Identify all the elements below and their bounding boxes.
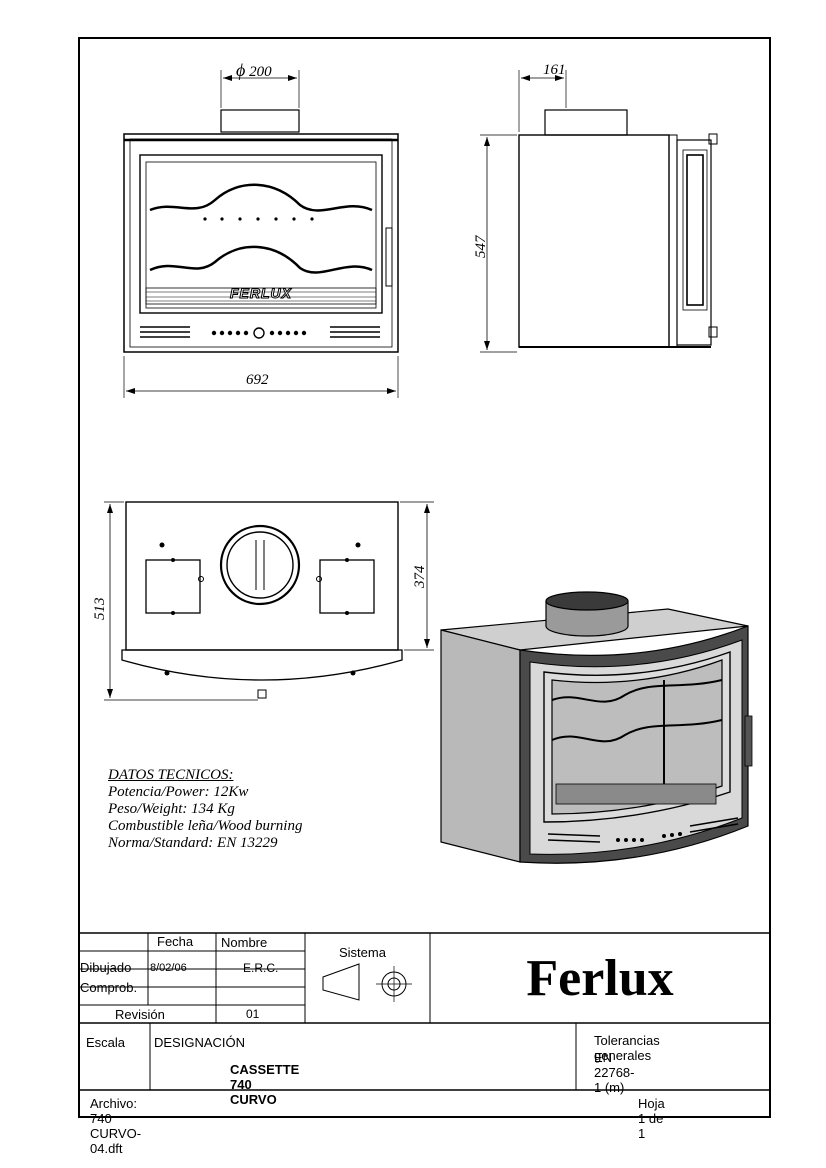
height-dimension: 547 — [473, 235, 489, 259]
side-view — [480, 70, 718, 353]
top-depth-dimension: 513 — [92, 597, 108, 621]
technical-data-block: DATOS TECNICOS: Potencia/Power: 12Kw Pes… — [108, 767, 302, 852]
top-view — [104, 501, 434, 701]
dibujado-fecha: 8/02/06 — [150, 962, 187, 974]
top-inner-depth-dimension: 374 — [412, 565, 428, 589]
diameter-symbol: ϕ — [236, 60, 246, 80]
isometric-view — [440, 591, 753, 864]
technical-data-weight: Peso/Weight: 134 Kg — [108, 801, 235, 817]
front-view — [123, 70, 399, 398]
designacion-value: CASSETTE 740 CURVO — [230, 1062, 300, 1107]
width-dimension: 692 — [246, 372, 269, 388]
escala-label: Escala — [86, 1035, 126, 1050]
revision-value: 01 — [246, 1007, 260, 1021]
side-depth-dimension: 161 — [543, 62, 566, 78]
technical-data-heading: DATOS TECNICOS: — [108, 767, 234, 783]
drawing-sheet-border — [78, 37, 771, 1118]
fecha-label: Fecha — [157, 934, 194, 949]
flue-diameter-dimension: ϕ 200 — [236, 60, 272, 81]
designacion-label: DESIGNACIÓN — [154, 1035, 246, 1050]
flue-diameter-value: 200 — [249, 64, 272, 80]
ferlux-logo-mark: FERLUX — [230, 285, 292, 302]
hoja-label: Hoja 1 de 1 — [638, 1096, 665, 1141]
company-name: Ferlux — [526, 949, 674, 1007]
dibujado-nombre: E.R.C. — [243, 961, 279, 975]
technical-data-norm: Norma/Standard: EN 13229 — [108, 835, 278, 851]
sistema-label: Sistema — [339, 945, 386, 960]
nombre-label: Nombre — [221, 935, 268, 950]
dibujado-label: Dibujado — [80, 960, 132, 975]
comprob-label: Comprob. — [80, 980, 138, 995]
title-block-grid — [79, 932, 770, 1091]
archivo-label: Archivo: 740 CURVO-04.dft — [90, 1096, 142, 1156]
tolerancias-line1: Tolerancias generales — [594, 1033, 660, 1063]
revision-label: Revisión — [115, 1007, 165, 1022]
tolerancias-line2: EN 22768-1 (m) — [594, 1050, 635, 1095]
technical-data-power: Potencia/Power: 12Kw — [108, 784, 249, 800]
technical-data-fuel: Combustible leña/Wood burning — [108, 818, 303, 834]
